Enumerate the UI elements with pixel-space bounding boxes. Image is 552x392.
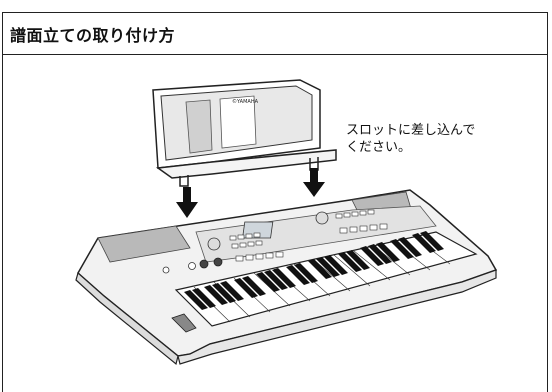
keyboard-illustration: ©YAMAHA: [75, 79, 498, 366]
callout-line-1: スロットに差し込んで: [346, 123, 476, 138]
stand-brand-logo: ©YAMAHA: [232, 98, 259, 105]
callout-line-2: ください。: [346, 140, 412, 155]
music-stand: ©YAMAHA: [152, 79, 337, 187]
section-header: 譜面立ての取り付け方: [3, 13, 547, 55]
instruction-callout: スロットに差し込んで ください。: [346, 122, 475, 156]
section-frame: 譜面立ての取り付け方: [2, 12, 548, 392]
section-title: 譜面立ての取り付け方: [10, 26, 176, 45]
keyboard: [75, 189, 498, 366]
insert-arrows: [176, 168, 325, 218]
